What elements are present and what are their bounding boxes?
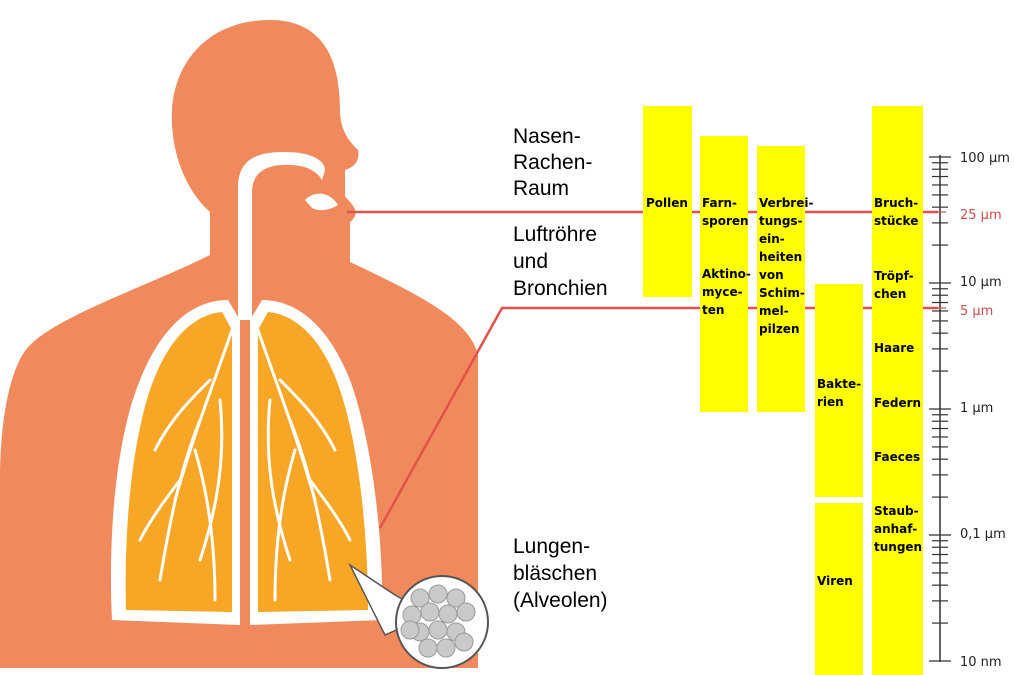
tick-label-10um: 10 µm [960,275,1002,290]
size-scale: 100 µm 25 µm 10 µm 5 µm 1 µm 0,1 µm 10 n… [929,151,1010,670]
label-airways: Luftröhre und Bronchien [513,223,608,300]
bar-label-haare: Haare [874,341,914,355]
tick-label-1um: 1 µm [960,401,993,416]
region-labels: Nasen- Rachen- Raum Luftröhre und Bronch… [513,125,608,612]
tick-label-5um: 5 µm [960,304,993,319]
bar-label-faeces: Faeces [874,450,920,464]
alveolus [419,639,437,657]
bar-label-federn: Federn [874,396,921,410]
tick-label-10nm: 10 nm [960,655,1002,670]
alveolus [401,621,419,639]
tick-label-25um: 25 µm [960,208,1002,223]
bar-label-viren: Viren [817,574,853,588]
particle-bars [643,106,923,675]
bar-particles-misc [872,106,923,675]
tick-label-0-1um: 0,1 µm [960,527,1006,542]
alveolus [421,603,439,621]
alveolus [437,639,455,657]
alveolus [457,603,475,621]
bar-label-staubanhaftungen: Staub- anhaf- tungen [874,504,923,554]
label-nasopharynx: Nasen- Rachen- Raum [513,125,598,200]
alveolus [429,621,447,639]
alveolus [429,585,447,603]
alveolus [439,605,457,623]
alveolus [455,633,473,651]
bar-label-pollen: Pollen [646,196,688,210]
tick-label-100um: 100 µm [960,151,1010,166]
bar-viruses [815,503,863,675]
label-alveoli: Lungen- bläschen (Alveolen) [513,535,608,612]
trachea [238,190,252,300]
